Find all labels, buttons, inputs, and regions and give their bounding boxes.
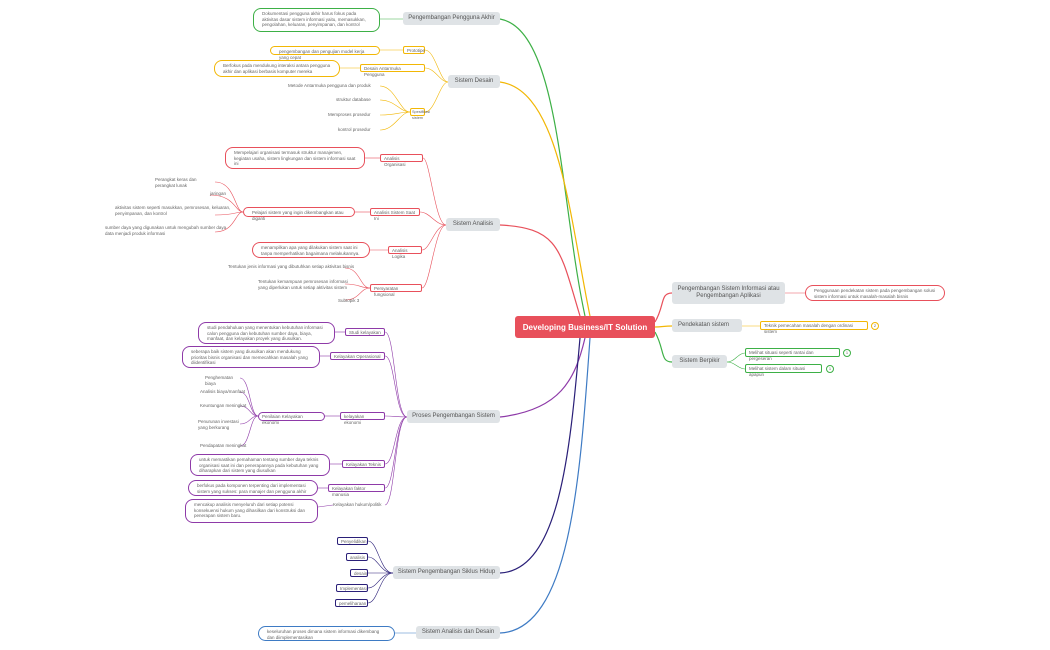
- badge-sistem-berpikir-2: 1: [826, 365, 834, 373]
- leaf-spesifikasi-4[interactable]: kontrol prosedur: [338, 127, 371, 132]
- branch-pengembangan-pengguna-akhir[interactable]: Pengembangan Pengguna Akhir: [403, 12, 500, 25]
- branch-pendekatan-sistem[interactable]: Pendekatan sistem: [672, 319, 742, 332]
- leaf-pf-3[interactable]: Subtopik 3: [338, 298, 360, 303]
- topic-kelayakan-teknis[interactable]: Kelayakan Teknis: [342, 460, 385, 468]
- note-analisis-organisasi[interactable]: Mempelajari organisasi termasuk struktur…: [225, 147, 365, 169]
- note-kelayakan-hukum[interactable]: mencakup analisis menyeluruh dari setiap…: [185, 499, 318, 523]
- branch-sistem-analisis-dan-desain[interactable]: Sistem Analisis dan Desain: [416, 626, 500, 639]
- branch-sistem-desain[interactable]: Sistem Desain: [448, 75, 500, 88]
- badge-pendekatan-sistem: 2: [871, 322, 879, 330]
- topic-kelayakan-hukum[interactable]: Kelayakan hukum/politik: [333, 502, 382, 507]
- note-studi-kelayakan[interactable]: studi pendahuluan yang menentukan kebutu…: [198, 322, 335, 344]
- leaf-assi-1[interactable]: Perangkat keras dan perangkat lunak: [155, 177, 197, 188]
- leaf-spsh-1[interactable]: Penyelidikan: [337, 537, 368, 545]
- leaf-sistem-berpikir-2[interactable]: Melihat sistem dalam situasi apapun: [745, 364, 822, 377]
- leaf-spsh-3[interactable]: desain: [350, 569, 368, 577]
- topic-penilaian-kelayakan-ekonomi[interactable]: Penilaian Kelayakan ekonomi: [258, 412, 325, 425]
- note-psia[interactable]: Penggunaan pendekatan sistem pada pengem…: [805, 285, 945, 301]
- topic-prototipe[interactable]: Prototipe: [403, 46, 425, 54]
- note-kelayakan-operasional[interactable]: seberapa baik sistem yang diusulkan akan…: [182, 346, 320, 368]
- leaf-spsh-2[interactable]: analisis: [346, 553, 368, 561]
- note-pendekatan-sistem[interactable]: Teknik pemecahan masalah dengan ordinasi…: [760, 321, 868, 334]
- badge-sistem-berpikir-1: 1: [843, 349, 851, 357]
- root-topic[interactable]: Developing Business/IT Solution: [515, 316, 655, 338]
- leaf-pke-3[interactable]: Keuntungan meningkat: [200, 403, 247, 408]
- note-sad[interactable]: keseluruhan proses dimana sistem informa…: [258, 626, 395, 641]
- leaf-spesifikasi-2[interactable]: struktur database: [336, 97, 371, 102]
- branch-sistem-pengembangan-siklus-hidup[interactable]: Sistem Pengembangan Siklus Hidup: [393, 566, 500, 579]
- note-desain-antarmuka[interactable]: Berfokus pada mendukung interaksi antara…: [214, 60, 340, 77]
- branch-sistem-analisis[interactable]: Sistem Analisis: [446, 218, 500, 231]
- leaf-assi-2[interactable]: jaringan: [210, 191, 227, 196]
- leaf-pf-1[interactable]: Tentukan jenis informasi yang dibutuhkan…: [228, 264, 355, 269]
- topic-spesifikasi-sistem[interactable]: Spesifikasi sistem: [410, 108, 431, 120]
- branch-proses-pengembangan-sistem[interactable]: Proses Pengembangan Sistem: [407, 410, 500, 423]
- leaf-pke-2[interactable]: Analisis biaya/manfaat: [200, 389, 246, 394]
- topic-studi-kelayakan[interactable]: Studi kelayakan: [345, 328, 385, 336]
- leaf-spesifikasi-1[interactable]: Metode Antarmuka pengguna dan produk: [288, 83, 371, 88]
- branch-pengembangan-sistem-informasi[interactable]: Pengembangan Sistem Informasi atau Penge…: [672, 282, 785, 304]
- topic-persyaratan-fungsional[interactable]: Persyaratan fungsional: [370, 284, 422, 297]
- topic-analisis-logika[interactable]: Analisis Logika: [388, 246, 422, 259]
- leaf-assi-3[interactable]: aktivitas sistem seperti masukkan, pemro…: [115, 205, 231, 216]
- branch-sistem-berpikir[interactable]: Sistem Berpikir: [672, 355, 727, 368]
- note-ppa[interactable]: Dokumentasi pengguna akhir harus fokus p…: [253, 8, 380, 32]
- leaf-spesifikasi-3[interactable]: Memproses prosedur: [328, 112, 371, 117]
- topic-kelayakan-ekonomi[interactable]: kelayakan ekonomi: [340, 412, 385, 425]
- leaf-pke-4[interactable]: Penurunan investasi yang berkurang: [198, 419, 239, 430]
- topic-desain-antarmuka[interactable]: Desain Antarmuka Pengguna: [360, 64, 425, 77]
- note-analisis-sistem-saat-ini[interactable]: Pelajari sistem yang ingin dikembangkan …: [243, 207, 355, 221]
- note-kelayakan-teknis[interactable]: untuk memastikan pemahaman tentang sumbe…: [190, 454, 330, 476]
- leaf-spsh-4[interactable]: Implementasi: [336, 584, 368, 592]
- topic-analisis-organisasi[interactable]: Analisis Organisasi: [380, 154, 423, 167]
- note-prototipe[interactable]: pengembangan dan pengujian model kerja y…: [270, 46, 380, 60]
- leaf-pke-5[interactable]: Pendapatan meningkat: [200, 443, 247, 448]
- leaf-spsh-5[interactable]: pemeliharaan: [335, 599, 368, 607]
- leaf-pke-1[interactable]: Penghematan biaya: [205, 375, 234, 386]
- leaf-pf-2[interactable]: Tentukan kemampuan pemrosesan informasi …: [258, 279, 348, 290]
- note-analisis-logika[interactable]: menampilkan apa yang dilakukan sistem sa…: [252, 242, 370, 258]
- note-kelayakan-faktor-manusia[interactable]: berfokus pada komponen terpenting dari i…: [188, 480, 318, 496]
- leaf-sistem-berpikir-1[interactable]: Melihat situasi seperti rantai dan perge…: [745, 348, 840, 361]
- leaf-assi-4[interactable]: sumber daya yang digunakan untuk menguba…: [105, 225, 227, 236]
- topic-analisis-sistem-saat-ini[interactable]: Analisis Sistem Saat Ini: [370, 208, 420, 221]
- topic-kelayakan-faktor-manusia[interactable]: Kelayakan faktor manusia: [328, 484, 385, 497]
- topic-kelayakan-operasional[interactable]: Kelayakan Operasional: [330, 352, 385, 360]
